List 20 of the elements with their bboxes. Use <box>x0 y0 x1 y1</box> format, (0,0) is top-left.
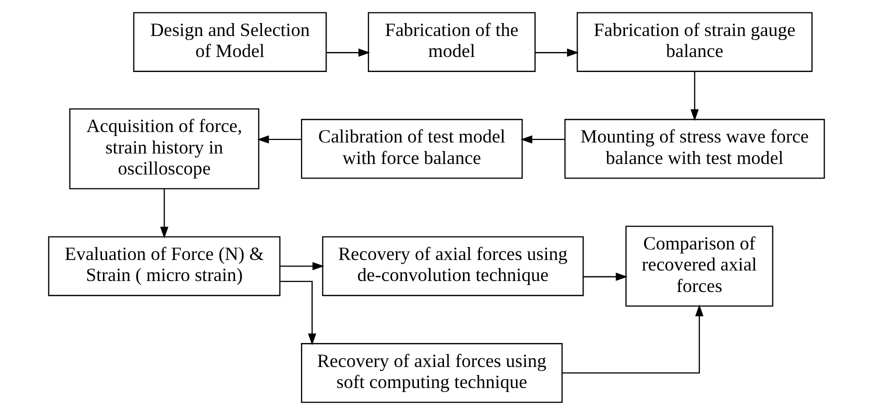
arrow <box>257 135 302 144</box>
node-box: Design and Selection of Model <box>133 12 327 72</box>
node-box: Mounting of stress wave force balance with test model <box>564 118 825 179</box>
node-box: Fabrication of strain gauge balance <box>576 12 813 72</box>
arrow <box>583 272 628 281</box>
node-box: Fabrication of the model <box>368 12 536 72</box>
arrow <box>280 280 316 346</box>
arrow <box>160 188 168 238</box>
arrow <box>690 72 699 122</box>
node-box: Recovery of axial forces using de-convolution technique <box>322 236 584 296</box>
node-box: Calibration of test model with force balance <box>300 118 523 179</box>
node-box: Acquisition of force, strain history in oscilloscope <box>69 108 260 190</box>
node-box: Comparison of recovered axial forces <box>625 226 774 307</box>
arrow <box>326 48 370 57</box>
arrow <box>520 135 565 144</box>
arrow <box>562 304 704 374</box>
arrow <box>280 262 324 270</box>
arrow <box>535 48 579 57</box>
node-box: Recovery of axial forces using soft computing technique <box>300 343 563 403</box>
node-box: Evaluation of Force (N) & Strain ( micro strain) <box>48 236 280 296</box>
